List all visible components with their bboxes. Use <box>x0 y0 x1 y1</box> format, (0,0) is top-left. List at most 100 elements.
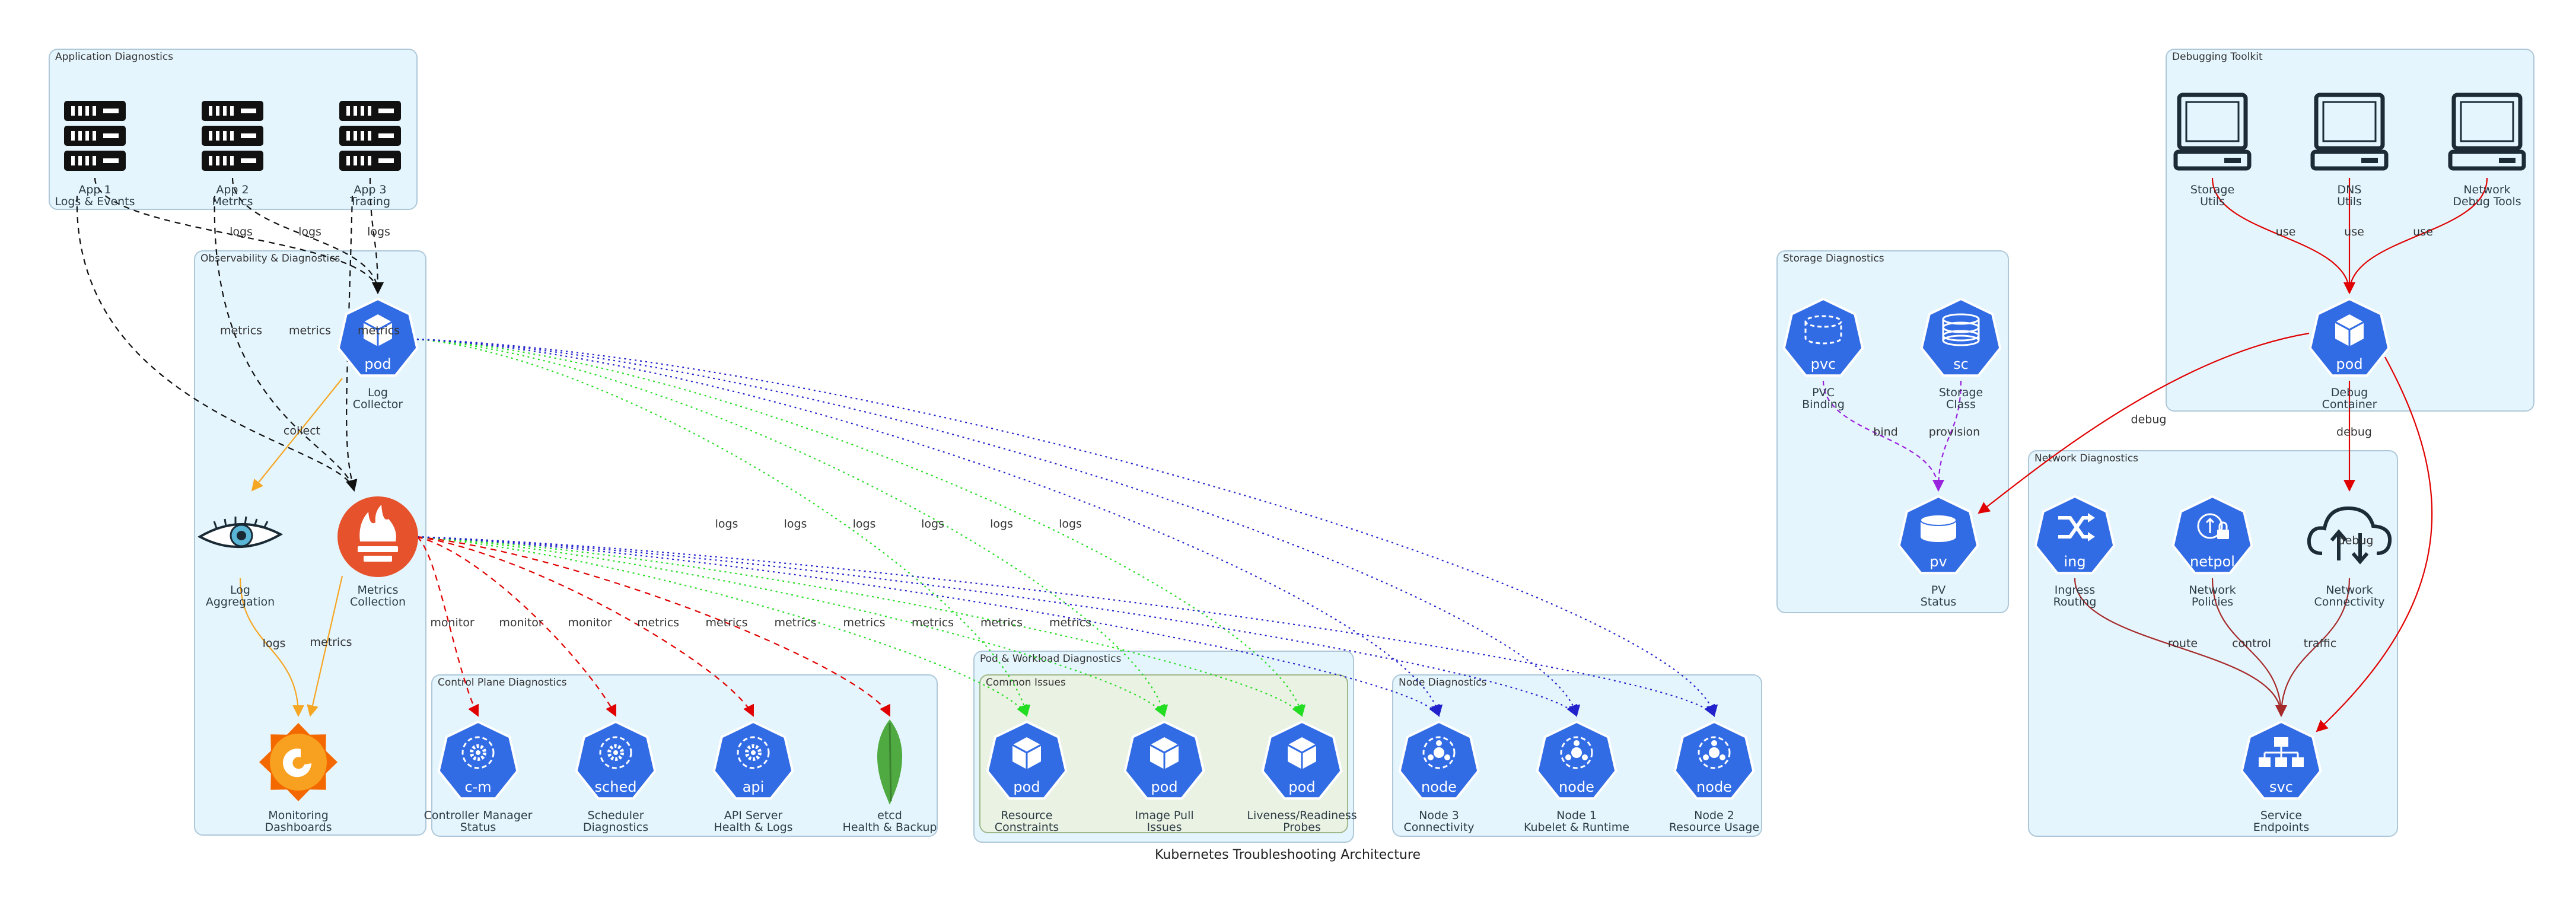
icon-chip-label: sched <box>595 779 637 795</box>
edge-label: metrics <box>220 324 262 337</box>
edge-app3-to-metrics <box>346 195 358 492</box>
node-label: Network <box>2189 584 2236 597</box>
scheduler-icon: sched <box>575 720 657 800</box>
edge-label: metrics <box>1049 616 1091 629</box>
service-icon: svc <box>2240 720 2322 800</box>
edge-metrics-to-etcd <box>416 536 890 717</box>
edge-logcollector-to-node3 <box>416 338 1443 717</box>
cluster-cp: Control Plane Diagnostics <box>431 674 938 837</box>
node-label: Metrics <box>358 584 399 597</box>
laptop-icon <box>2173 93 2252 171</box>
pvc-icon: pvc <box>1782 297 1864 377</box>
edge-label: logs <box>298 225 321 238</box>
eye-icon <box>197 516 284 549</box>
edge-metrics-to-node3 <box>416 536 1440 717</box>
node-label: Class <box>1946 398 1976 411</box>
node-label: Endpoints <box>2253 821 2309 834</box>
icon-chip-label: netpol <box>2190 553 2235 570</box>
edge-label: debug <box>2131 413 2167 426</box>
edge-label: metrics <box>310 636 352 649</box>
server-rack-icon <box>64 101 126 171</box>
edge-netpol-to-svc <box>2211 578 2287 717</box>
edge-label: bind <box>1873 426 1897 439</box>
node-label: App 2 <box>216 183 249 196</box>
edge-label: logs <box>784 518 807 531</box>
edge-label: provision <box>1929 426 1980 439</box>
edge-label: use <box>2413 225 2433 238</box>
node-label: Controller Manager <box>424 809 533 822</box>
cloud-icon <box>2307 506 2392 565</box>
node-label: Node 1 <box>1556 809 1597 822</box>
grafana-icon <box>259 723 337 801</box>
edge-label: monitor <box>568 616 612 629</box>
node-label: Storage <box>1939 386 1983 399</box>
cluster-title: Control Plane Diagnostics <box>438 677 567 689</box>
node-icon: node <box>1673 720 1755 800</box>
node-label: App 1 <box>78 183 111 196</box>
node-label: Network <box>2463 183 2510 196</box>
edge-label: debug <box>2336 426 2372 439</box>
node-label: Ingress <box>2055 584 2096 597</box>
edge-label: control <box>2232 637 2271 650</box>
node-label: Kubelet & Runtime <box>1524 821 1629 834</box>
edge-logagg-to-dash <box>239 578 304 717</box>
node-label: Liveness/Readiness <box>1247 809 1357 822</box>
icon-chip-label: pod <box>1288 779 1315 795</box>
node-icon: node <box>1398 720 1480 800</box>
edge-metrics-to-podimg <box>416 536 1165 717</box>
node-label: API Server <box>724 809 783 822</box>
edge-metrics-to-sched <box>416 536 616 717</box>
edge-ing-to-svc <box>2074 578 2287 717</box>
node-label: Log <box>368 386 388 399</box>
edge-sc-to-pv <box>1932 380 1962 492</box>
node-label: App 3 <box>354 183 386 196</box>
node-label: Connectivity <box>2314 595 2384 608</box>
node-label: Resource Usage <box>1669 821 1759 834</box>
edge-metrics-to-node1 <box>416 536 1577 717</box>
edge-label: logs <box>921 518 944 531</box>
edge-label: monitor <box>430 616 475 629</box>
pod-icon: pod <box>337 297 419 377</box>
node-label: Tracing <box>349 195 390 208</box>
edge-debugc-to-pv <box>1978 332 2310 514</box>
edge-netconn-to-svc <box>2275 578 2351 717</box>
cluster-title: Application Diagnostics <box>55 51 173 63</box>
node-label: Utils <box>2200 195 2225 208</box>
edge-label: use <box>2344 225 2364 238</box>
edge-pvc-to-pv <box>1822 380 1944 492</box>
edge-metrics-to-api <box>416 536 754 717</box>
edge-label: metrics <box>358 324 400 337</box>
edge-netdbg-to-debugc <box>2343 177 2488 294</box>
node-label: Collector <box>353 398 403 411</box>
node-label: Metrics <box>212 195 253 208</box>
edge-logcollector-to-logagg <box>251 378 343 492</box>
